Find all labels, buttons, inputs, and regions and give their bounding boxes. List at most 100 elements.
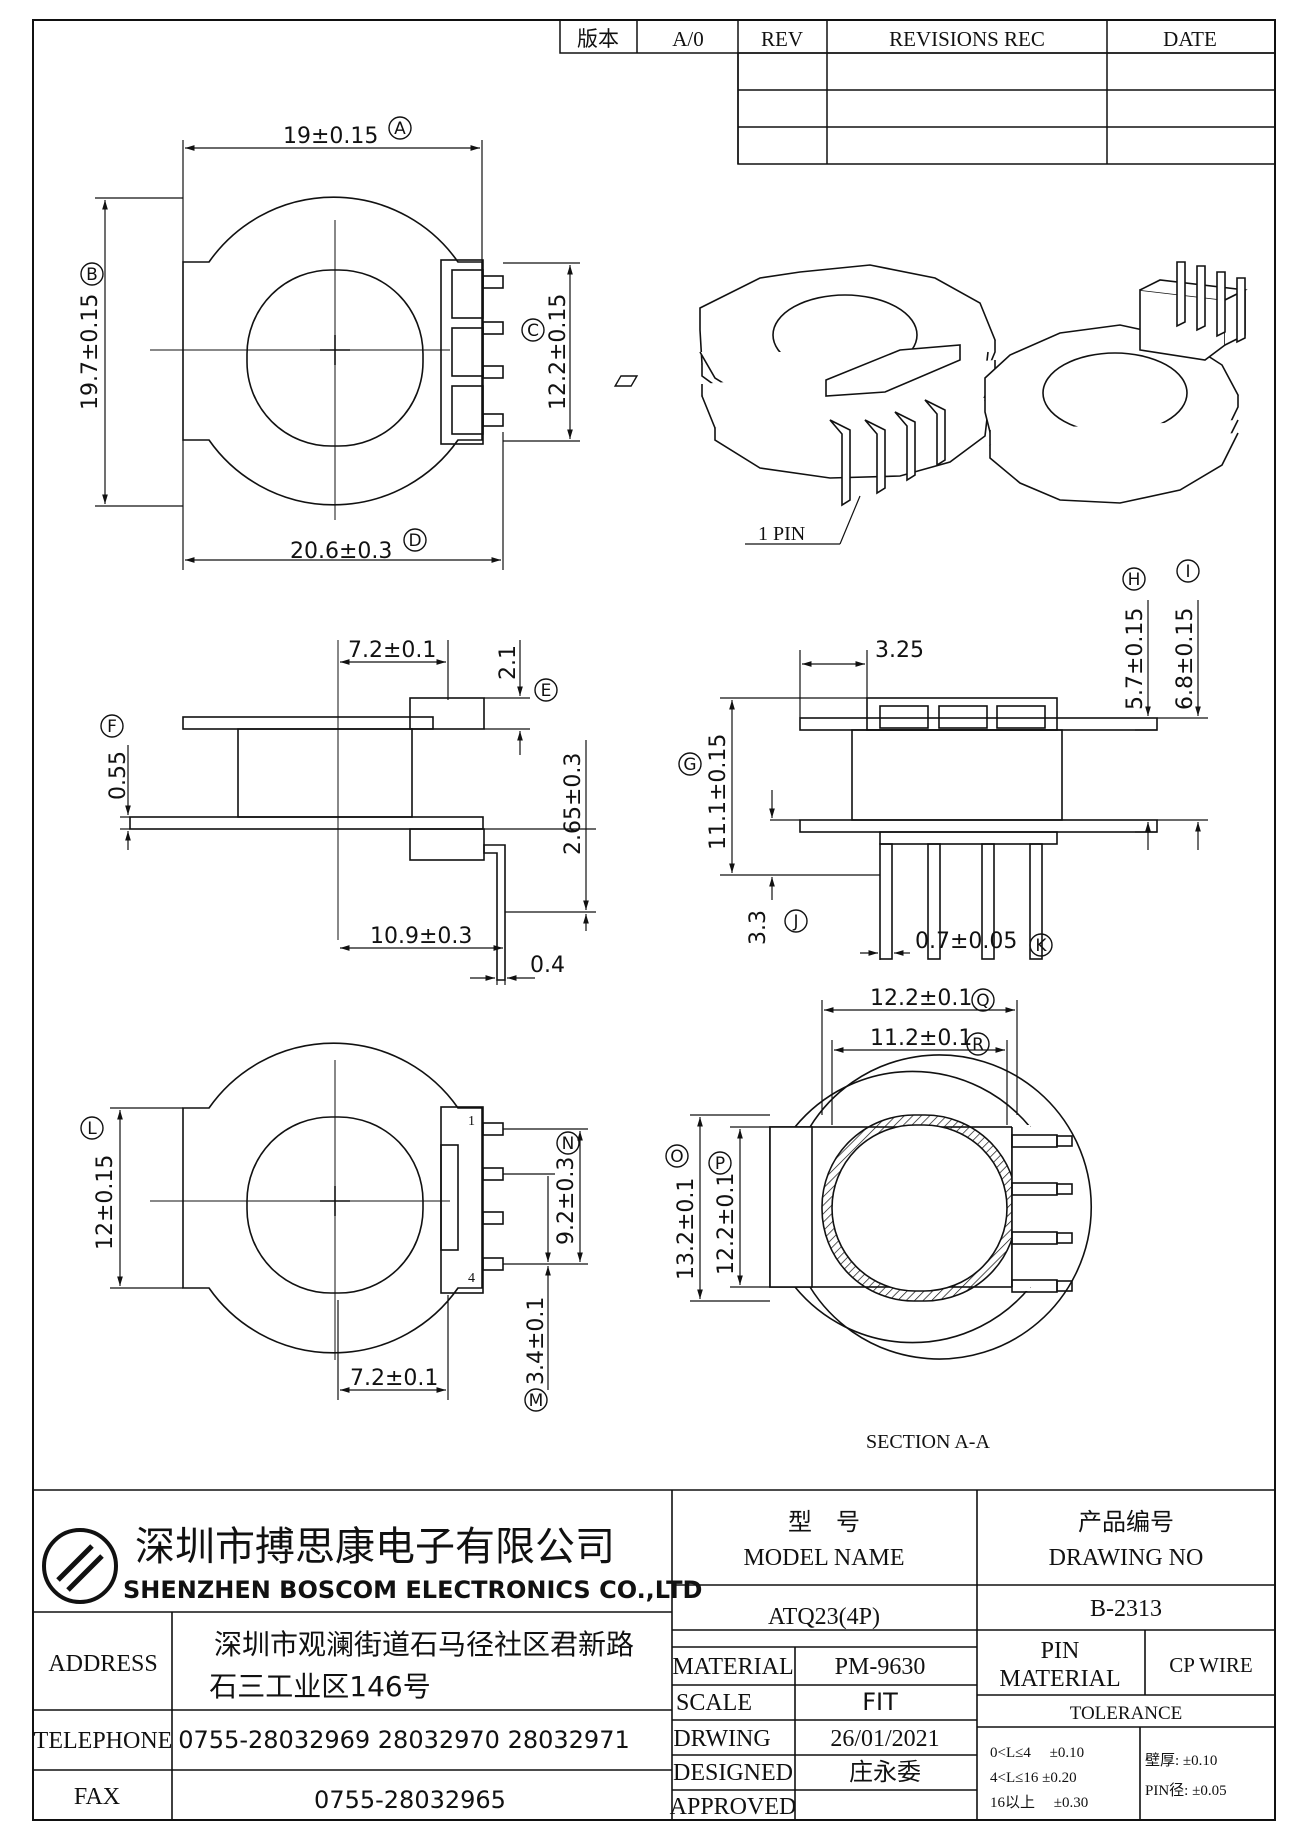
fax-value: 0755-28032965: [314, 1786, 506, 1814]
dim-a-text: 19±0.15: [283, 124, 378, 149]
pin-material-label-1: PIN: [1041, 1638, 1080, 1664]
dim-bottom-offset-text: 7.2±0.1: [350, 1366, 438, 1391]
dim-i-text: 6.8±0.15: [1173, 608, 1198, 710]
section-view: [769, 1054, 1092, 1360]
dim-e-text: 2.1: [496, 645, 521, 680]
pin1-leader: [745, 495, 861, 545]
designed-label: DESIGNED: [673, 1760, 793, 1786]
tolerance-range-1: 0<L≤4 ±0.10: [990, 1745, 1084, 1761]
designer-name: 庄永委: [849, 1758, 921, 1786]
dim-side-height-text: 2.65±0.3: [561, 753, 586, 855]
material-value: PM-9630: [835, 1654, 926, 1680]
address-label: ADDRESS: [48, 1651, 157, 1677]
fax-label: FAX: [74, 1784, 120, 1810]
dim-pin-thickness-text: 0.4: [530, 953, 565, 978]
section-label: SECTION A-A: [866, 1431, 990, 1453]
dim-k-text: 0.7±0.05: [915, 929, 1017, 954]
pin1-label: 1 PIN: [758, 523, 805, 545]
approved-label: APPROVED: [670, 1794, 797, 1820]
rev-header-rev: REV: [761, 27, 803, 51]
dim-h-text: 5.7±0.15: [1123, 608, 1148, 710]
mark-i: I: [1185, 562, 1190, 582]
mark-h: H: [1128, 570, 1141, 590]
mark-c: C: [527, 321, 539, 341]
dim-n-text: 9.2±0.3: [554, 1157, 579, 1245]
dim-f-text: 0.55: [106, 751, 131, 800]
dim-pin-spacing-text: 3.25: [875, 638, 924, 663]
pin-material-value: CP WIRE: [1169, 1653, 1252, 1677]
title-block-grid: [33, 1489, 1275, 1820]
address-line-2: 石三工业区146号: [209, 1670, 430, 1703]
mark-n: N: [562, 1134, 575, 1154]
mark-d: D: [408, 531, 421, 551]
wall-thickness-tolerance: 壁厚: ±0.10: [1145, 1752, 1217, 1769]
dim-m-text: 3.4±0.1: [524, 1297, 549, 1385]
mark-b: B: [86, 265, 98, 285]
mark-r: R: [972, 1035, 984, 1055]
dimension-texts: 19±0.15 19.7±0.15 12.2±0.15 20.6±0.3 7.2…: [78, 124, 1198, 1391]
isometric-front: [613, 264, 996, 507]
mark-p: P: [715, 1154, 725, 1174]
mark-a: A: [394, 119, 406, 139]
rev-header-version: 版本: [577, 27, 619, 51]
mark-q: Q: [976, 991, 989, 1011]
bottom-view-dims: [110, 1107, 588, 1400]
mark-m: M: [529, 1391, 544, 1411]
tolerance-range-3: 16以上 ±0.30: [990, 1794, 1088, 1811]
side-view-dims: [120, 640, 596, 985]
model-value: ATQ23(4P): [768, 1604, 880, 1630]
top-view-dims: [95, 140, 580, 570]
drawing-labels: 1 PIN SECTION A-A 1 4: [468, 523, 990, 1453]
bobbin-outline: [182, 196, 483, 506]
dim-g-text: 11.1±0.15: [706, 734, 731, 850]
dim-j-text: 3.3: [746, 910, 771, 945]
mark-e: E: [541, 681, 552, 701]
front-view-dims: [720, 600, 1208, 960]
top-view: [182, 196, 504, 506]
model-name-en-label: MODEL NAME: [743, 1545, 904, 1571]
rev-header-date: DATE: [1163, 27, 1217, 51]
company-name-cn: 深圳市搏思康电子有限公司: [135, 1524, 615, 1570]
dim-l-text: 12±0.15: [93, 1155, 118, 1250]
revision-table: [559, 19, 1276, 165]
dim-o-text: 13.2±0.1: [674, 1178, 699, 1280]
pin-material-label-2: MATERIAL: [999, 1666, 1120, 1692]
section-view-dims: [690, 1000, 1018, 1302]
company-name-en: SHENZHEN BOSCOM ELECTRONICS CO.,LTD: [123, 1576, 702, 1604]
front-view: [799, 697, 1158, 960]
mark-j: J: [792, 912, 798, 932]
drawing-date: 26/01/2021: [830, 1726, 939, 1752]
drawing-label: DRWING: [673, 1726, 770, 1752]
tolerance-label: TOLERANCE: [1070, 1703, 1183, 1724]
material-label: MATERIAL: [672, 1654, 793, 1680]
dim-r-text: 11.2±0.1: [870, 1026, 972, 1051]
dim-p-text: 12.2±0.1: [714, 1173, 739, 1275]
mark-g: G: [683, 755, 696, 775]
tolerance-range-2: 4<L≤16 ±0.20: [990, 1770, 1077, 1786]
dim-b-text: 19.7±0.15: [78, 294, 103, 410]
dim-c-text: 12.2±0.15: [546, 294, 571, 410]
address-line-1: 深圳市观澜街道石马径社区君新路: [214, 1628, 634, 1661]
dim-q-text: 12.2±0.1: [870, 986, 972, 1011]
bottom-view-centerlines: [150, 1060, 450, 1360]
rev-header-records: REVISIONS REC: [889, 27, 1045, 51]
telephone-label: TELEPHONE: [34, 1728, 173, 1754]
mark-k: K: [1035, 936, 1047, 956]
drawing-no-en-label: DRAWING NO: [1049, 1545, 1204, 1571]
reference-marks: A B C D E F H I G J K L N M Q R O P: [80, 116, 1200, 1412]
company-logo: [42, 1528, 118, 1604]
pin-number-last: 4: [468, 1271, 475, 1286]
mark-l: L: [87, 1119, 97, 1139]
isometric-back: [984, 261, 1248, 504]
pin-diameter-tolerance: PIN径: ±0.05: [1145, 1782, 1227, 1799]
bobbin-bottom-outline: [182, 1042, 483, 1354]
side-view: [129, 697, 506, 981]
scale-value: FIT: [862, 1688, 898, 1716]
mark-o: O: [670, 1147, 683, 1167]
telephone-value: 0755-28032969 28032970 28032971: [178, 1726, 629, 1754]
rev-header-a0: A/0: [672, 27, 704, 51]
scale-label: SCALE: [676, 1690, 752, 1716]
top-view-centerlines: [150, 220, 450, 520]
drawing-no-cn-label: 产品编号: [1078, 1508, 1174, 1536]
drawing-no-value: B-2313: [1090, 1596, 1162, 1622]
